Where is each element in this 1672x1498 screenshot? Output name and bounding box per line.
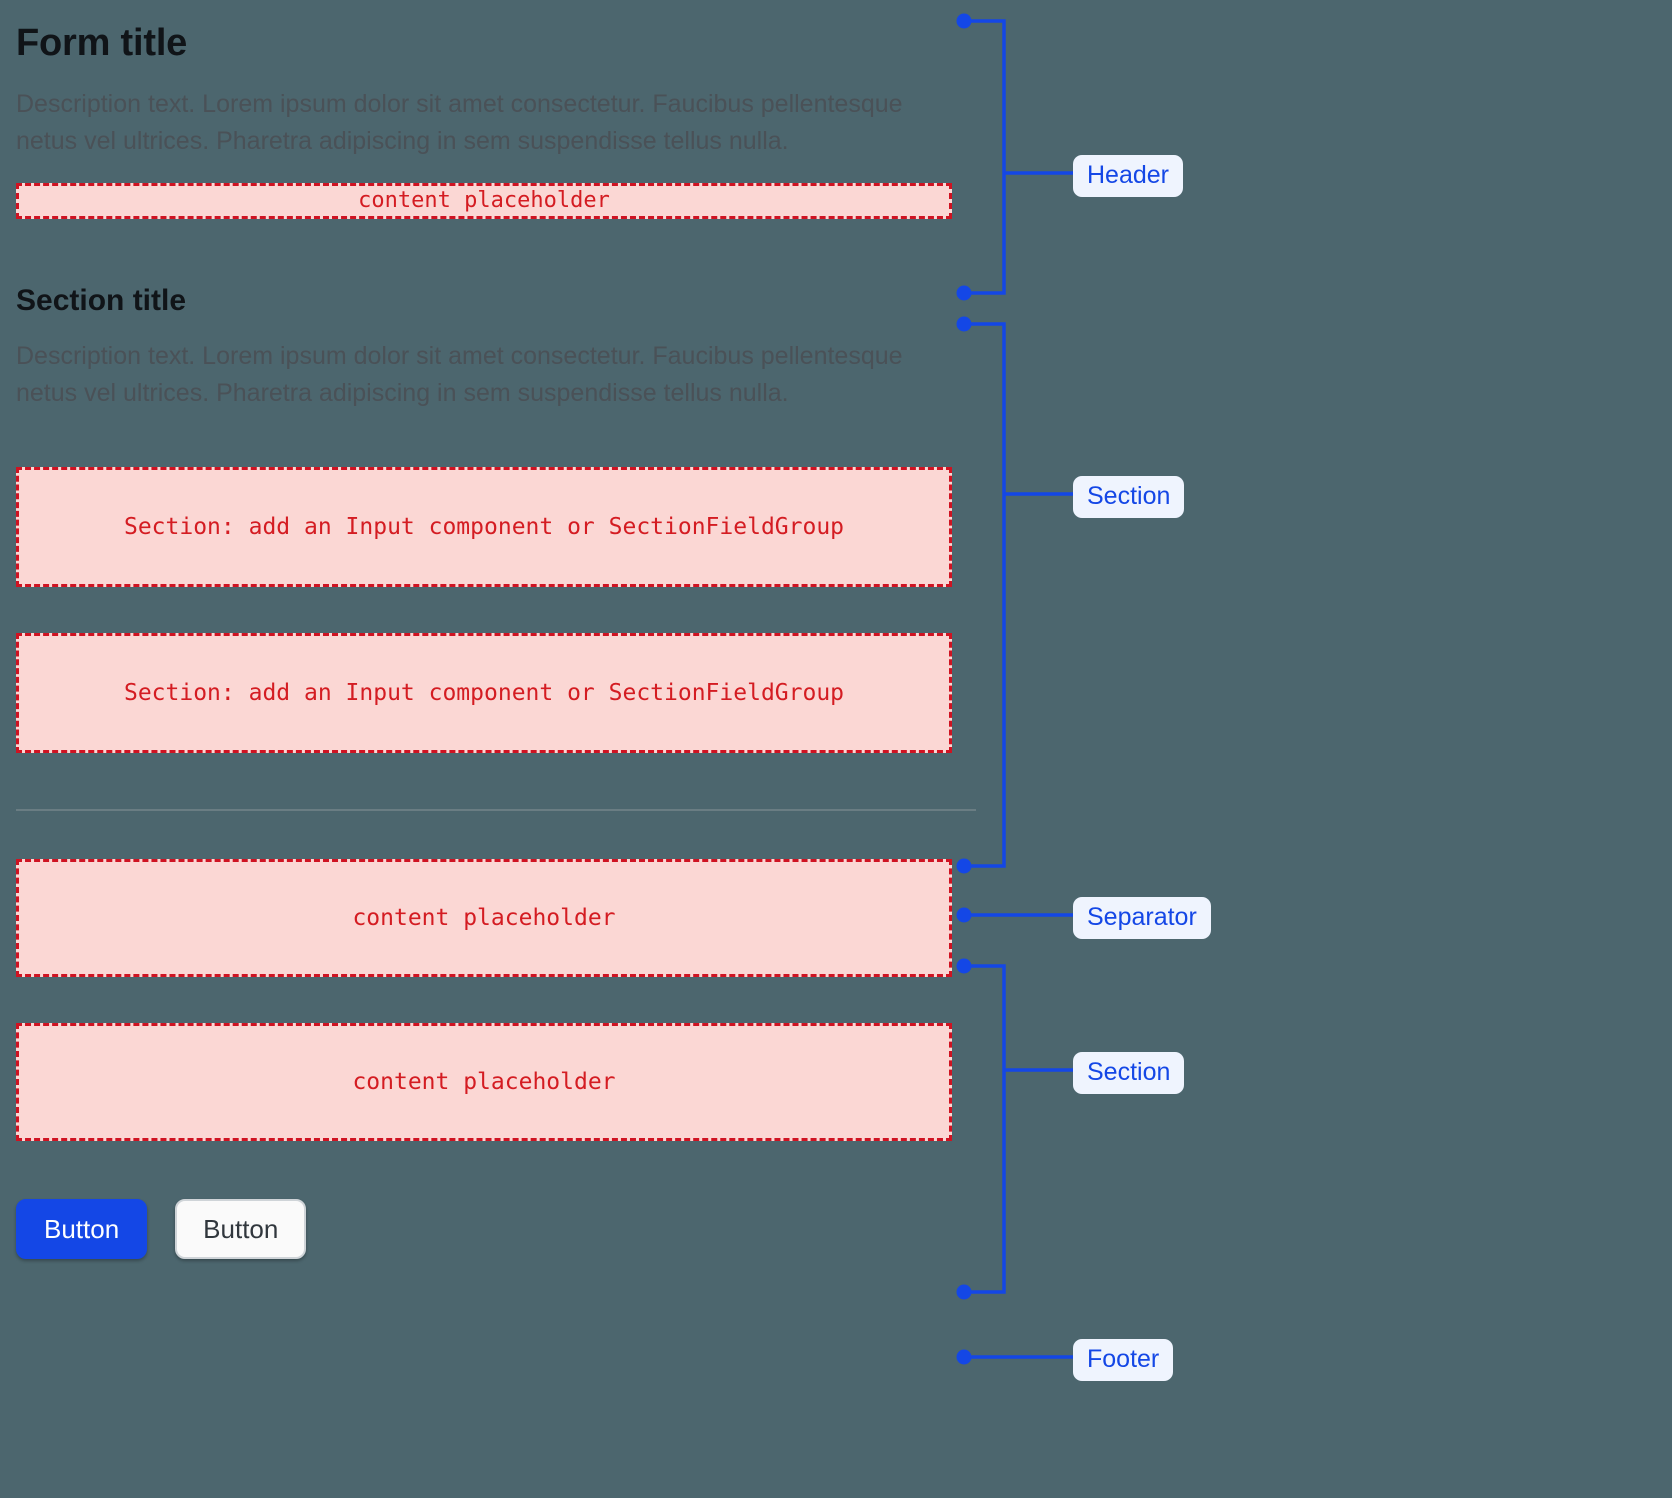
section-description: Description text. Lorem ipsum dolor sit … bbox=[16, 341, 903, 408]
secondary-button[interactable]: Button bbox=[175, 1198, 307, 1260]
annotation-badge-section-one[interactable]: Section bbox=[1073, 476, 1185, 518]
annotation-badge-section-two[interactable]: Section bbox=[1073, 1052, 1185, 1094]
anchor-dot-header-bottom bbox=[956, 285, 972, 301]
annotation-badge-separator[interactable]: Separator bbox=[1073, 897, 1211, 939]
separator bbox=[16, 808, 976, 811]
footer-actions: Button Button bbox=[16, 1198, 952, 1260]
section-two-placeholder-2[interactable]: content placeholder bbox=[16, 1022, 952, 1141]
header-description: Description text. Lorem ipsum dolor sit … bbox=[16, 89, 903, 156]
anchor-dot-section-one-bottom bbox=[956, 858, 972, 874]
header-content-placeholder[interactable]: content placeholder bbox=[16, 182, 952, 219]
primary-button[interactable]: Button bbox=[16, 1198, 148, 1260]
anchor-dot-section-one-top bbox=[956, 316, 972, 332]
form-container: Form title Description text. Lorem ipsum… bbox=[16, 0, 976, 1260]
section-two-placeholder-1[interactable]: content placeholder bbox=[16, 858, 952, 977]
anchor-dot-header-top bbox=[956, 13, 972, 29]
header-bracket bbox=[964, 19, 1006, 295]
section-field-placeholder-1[interactable]: Section: add an Input component or Secti… bbox=[16, 466, 952, 587]
anchor-dot-footer bbox=[956, 1349, 972, 1365]
page-title: Form title bbox=[16, 22, 188, 64]
anchor-dot-section-two-top bbox=[956, 958, 972, 974]
anchor-dot-section-two-bottom bbox=[956, 1284, 972, 1300]
section-two-bracket bbox=[964, 964, 1006, 1294]
section-one-bracket bbox=[964, 322, 1006, 868]
annotation-badge-footer[interactable]: Footer bbox=[1073, 1339, 1174, 1381]
anchor-dot-separator bbox=[956, 907, 972, 923]
annotation-badge-header[interactable]: Header bbox=[1073, 155, 1183, 197]
annotation-dots bbox=[956, 13, 972, 1365]
section-field-placeholder-2[interactable]: Section: add an Input component or Secti… bbox=[16, 632, 952, 753]
section-title: Section title bbox=[16, 283, 187, 317]
